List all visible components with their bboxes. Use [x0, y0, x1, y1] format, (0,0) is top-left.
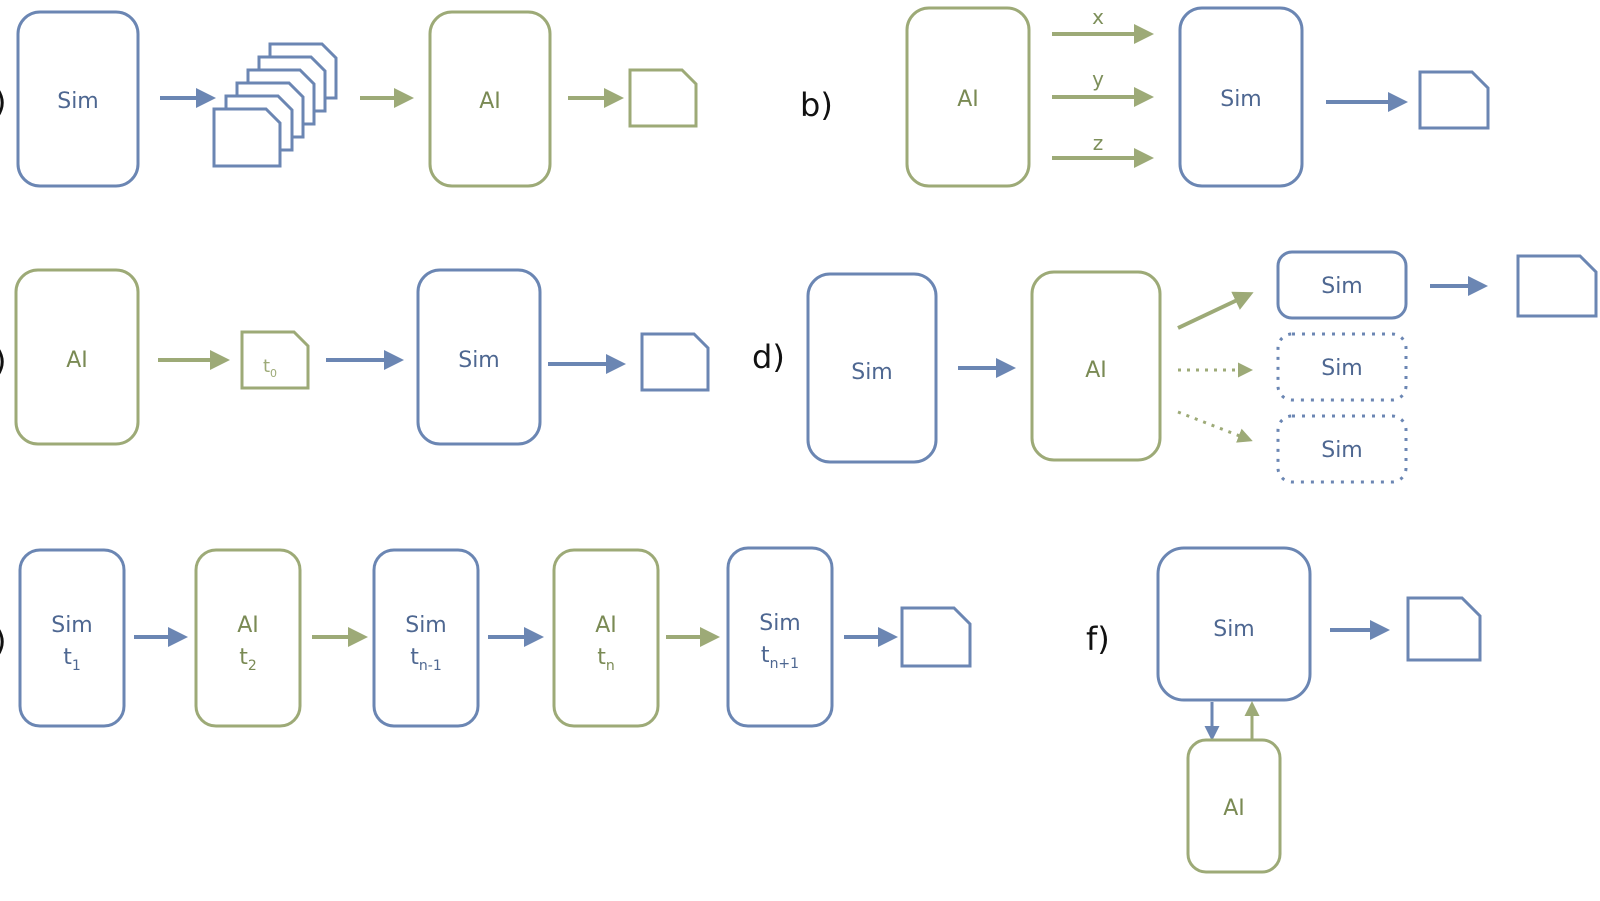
sim-label: Sim [405, 613, 447, 638]
document-icon [628, 68, 698, 128]
ai-box [905, 6, 1031, 188]
sim-box-tn-1 [372, 548, 480, 728]
sim-label: Sim [1220, 87, 1262, 112]
time-label: t [63, 645, 72, 670]
sim-box [1178, 6, 1304, 188]
sim-box-inactive [1276, 332, 1408, 402]
sim-box [1156, 546, 1312, 702]
sim-box-active [1276, 250, 1408, 320]
document-icon [1516, 254, 1598, 318]
svg-text:t0: t0 [263, 356, 277, 380]
ai-box [1186, 738, 1282, 874]
panel-c-label: ) [0, 342, 6, 380]
ai-box [14, 268, 140, 446]
ai-box [428, 10, 552, 188]
initial-state-document-icon [240, 330, 310, 390]
panel-f-label: f) [1086, 620, 1110, 658]
time-label: t [597, 645, 606, 670]
sim-box-t1 [18, 548, 126, 728]
time-subscript: n-1 [419, 658, 442, 674]
panel-d: d) Sim AI Sim Sim Sim [752, 250, 1598, 484]
panel-b-label: b) [800, 86, 833, 124]
sim-label: Sim [851, 360, 893, 385]
t0-subscript: 0 [270, 367, 277, 380]
document-stack-icon [212, 42, 338, 168]
ai-box-t2 [194, 548, 302, 728]
z-output-label: z [1093, 131, 1104, 155]
time-subscript: 2 [248, 658, 257, 674]
svg-text:t1: t1 [63, 645, 81, 674]
time-label: t [410, 645, 419, 670]
t0-label: t [263, 356, 270, 377]
time-subscript: n+1 [770, 656, 800, 672]
sim-box-inactive [1276, 414, 1408, 484]
ai-label: AI [66, 348, 88, 373]
svg-text:tn-1: tn-1 [410, 645, 441, 674]
y-output-label: y [1092, 67, 1104, 91]
sim-label: Sim [1321, 356, 1363, 381]
panel-c: ) AI t0 Sim [0, 268, 710, 446]
panel-d-label: d) [752, 338, 785, 376]
panel-b: b) AI x y z Sim [800, 5, 1490, 188]
ai-label: AI [479, 89, 501, 114]
time-label: t [761, 643, 770, 668]
panel-e: ) Sim t1 AI t2 Sim tn-1 AI tn Sim tn+1 [0, 546, 972, 728]
sim-box [16, 10, 140, 188]
arrow-inactive [1177, 410, 1253, 443]
time-subscript: 1 [72, 658, 81, 674]
ai-label: AI [957, 87, 979, 112]
svg-text:t2: t2 [239, 645, 257, 674]
panel-e-label: ) [0, 622, 6, 660]
svg-text:tn: tn [597, 645, 615, 674]
sim-label: Sim [1321, 274, 1363, 299]
document-icon [1406, 596, 1482, 662]
panel-a-label: ) [0, 83, 6, 121]
svg-text:tn+1: tn+1 [761, 643, 799, 672]
x-output-label: x [1092, 5, 1104, 29]
sim-box [806, 272, 938, 464]
panel-f: f) Sim AI [1086, 546, 1482, 874]
sim-label: Sim [759, 611, 801, 636]
panel-a: ) Sim AI [0, 10, 698, 188]
ai-box-tn [552, 548, 660, 728]
document-icon [1418, 70, 1490, 130]
document-icon [640, 332, 710, 392]
sim-label: Sim [1321, 438, 1363, 463]
arrow-active [1177, 291, 1254, 330]
sim-label: Sim [51, 613, 93, 638]
sim-label: Sim [57, 89, 99, 114]
time-subscript: n [606, 658, 615, 674]
sim-label: Sim [458, 348, 500, 373]
sim-label: Sim [1213, 617, 1255, 642]
sim-box-tn+1 [726, 546, 834, 728]
ai-label: AI [237, 613, 259, 638]
ai-label: AI [1085, 358, 1107, 383]
sim-box [416, 268, 542, 446]
document-icon [900, 606, 972, 668]
time-label: t [239, 645, 248, 670]
ai-label: AI [595, 613, 617, 638]
ai-box [1030, 270, 1162, 462]
ai-label: AI [1223, 796, 1245, 821]
